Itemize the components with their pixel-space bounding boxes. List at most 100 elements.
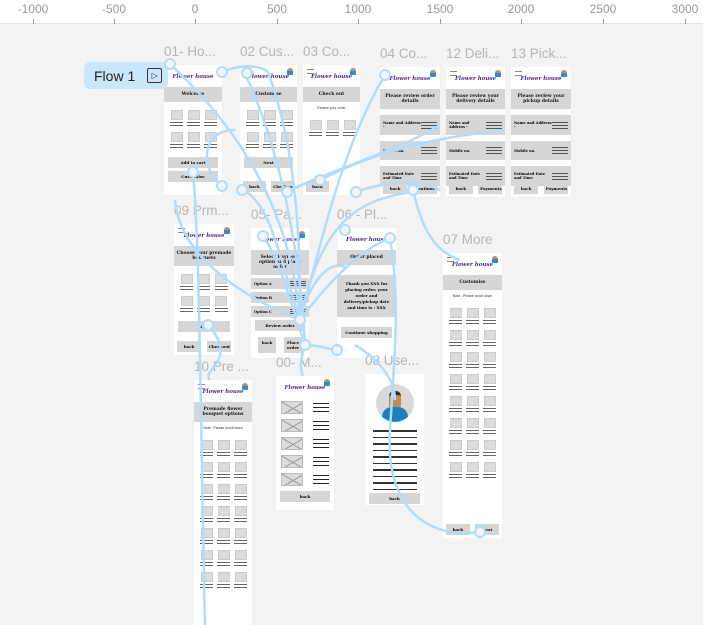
frame-button[interactable]: back [280, 491, 330, 502]
product-card[interactable] [180, 274, 194, 290]
frame-button[interactable]: Review order [255, 320, 305, 331]
back-button[interactable]: back [514, 183, 539, 194]
user-avatar-icon[interactable] [242, 383, 248, 390]
product-card[interactable] [449, 462, 462, 478]
frame-label[interactable]: 09 Prm... [174, 203, 229, 218]
product-card[interactable] [343, 120, 356, 136]
menu-list-row[interactable] [276, 437, 334, 450]
product-card[interactable] [449, 440, 462, 456]
product-card[interactable] [466, 330, 479, 346]
product-card[interactable] [200, 440, 213, 456]
hamburger-menu-icon[interactable] [450, 71, 457, 76]
product-card[interactable] [466, 308, 479, 324]
frame-button[interactable]: Continue shopping [341, 327, 392, 338]
product-card[interactable] [217, 462, 230, 478]
product-card[interactable] [234, 484, 247, 500]
product-card[interactable] [449, 352, 462, 368]
product-card[interactable] [466, 418, 479, 434]
product-card[interactable] [466, 440, 479, 456]
frame-label[interactable]: 05- Pa... [251, 207, 303, 222]
product-card[interactable] [483, 330, 496, 346]
product-card[interactable] [483, 462, 496, 478]
frame-button[interactable]: back [369, 493, 420, 504]
user-avatar-icon[interactable] [495, 70, 501, 77]
product-card[interactable] [234, 440, 247, 456]
product-card[interactable] [200, 462, 213, 478]
product-card[interactable] [200, 572, 213, 588]
product-card[interactable] [483, 396, 496, 412]
product-card[interactable] [217, 484, 230, 500]
frame-label[interactable]: 00- M... [276, 355, 322, 370]
frame-label[interactable]: 07 More [443, 232, 493, 247]
menu-list-row[interactable] [276, 401, 334, 414]
frame-label[interactable]: 12 Deli... [446, 46, 500, 61]
user-avatar-icon[interactable] [430, 70, 436, 77]
play-flow-icon[interactable]: ▷ [147, 68, 163, 83]
back-button[interactable]: back [383, 183, 408, 194]
product-card[interactable] [217, 572, 230, 588]
product-card[interactable] [449, 374, 462, 390]
product-card[interactable] [449, 418, 462, 434]
product-card[interactable] [449, 396, 462, 412]
product-card[interactable] [466, 396, 479, 412]
product-card[interactable] [449, 330, 462, 346]
product-card[interactable] [234, 550, 247, 566]
checkout-button[interactable]: Checkout [271, 181, 294, 192]
frame-label[interactable]: 13 Pick... [511, 46, 567, 61]
frame-label[interactable]: 03 Co... [303, 44, 351, 59]
frame-label[interactable]: 04 Co... [380, 46, 428, 61]
payments-button[interactable]: Payments [543, 183, 568, 194]
back-button[interactable]: back [446, 524, 470, 535]
hamburger-menu-icon[interactable] [198, 384, 205, 389]
frame-label[interactable]: 01- Ho... [164, 44, 216, 59]
menu-list-row[interactable] [276, 419, 334, 432]
frame-button[interactable]: Next [244, 157, 293, 168]
hamburger-menu-icon[interactable] [515, 71, 522, 76]
product-card[interactable] [217, 550, 230, 566]
place-order-button[interactable]: Place order [284, 337, 302, 353]
product-card[interactable] [483, 308, 496, 324]
product-card[interactable] [217, 528, 230, 544]
frame-f08[interactable]: back [365, 374, 424, 505]
product-card[interactable] [483, 352, 496, 368]
product-card[interactable] [483, 418, 496, 434]
product-card[interactable] [246, 110, 259, 126]
product-card[interactable] [246, 132, 259, 148]
user-avatar-icon[interactable] [287, 68, 293, 75]
menu-list-row[interactable] [276, 455, 334, 468]
product-card[interactable] [187, 110, 200, 126]
product-card[interactable] [466, 352, 479, 368]
product-card[interactable] [466, 462, 479, 478]
product-card[interactable] [234, 506, 247, 522]
product-card[interactable] [280, 132, 293, 148]
product-card[interactable] [449, 308, 462, 324]
product-card[interactable] [483, 374, 496, 390]
back-button[interactable]: back [177, 341, 202, 352]
payments-button[interactable]: Payments [478, 183, 502, 194]
product-card[interactable] [200, 550, 213, 566]
product-card[interactable] [197, 296, 211, 312]
frame-button[interactable]: Customise [168, 171, 218, 182]
product-card[interactable] [214, 274, 228, 290]
hamburger-menu-icon[interactable] [178, 228, 185, 233]
back-button[interactable]: back [306, 181, 329, 192]
product-card[interactable] [217, 440, 230, 456]
product-card[interactable] [326, 120, 339, 136]
product-card[interactable] [200, 528, 213, 544]
user-avatar-icon[interactable] [561, 70, 567, 77]
user-avatar-icon[interactable] [324, 379, 330, 386]
frame-button[interactable]: Add to cart [168, 157, 218, 168]
product-card[interactable] [234, 528, 247, 544]
hamburger-menu-icon[interactable] [447, 257, 454, 262]
hamburger-menu-icon[interactable] [307, 69, 314, 74]
